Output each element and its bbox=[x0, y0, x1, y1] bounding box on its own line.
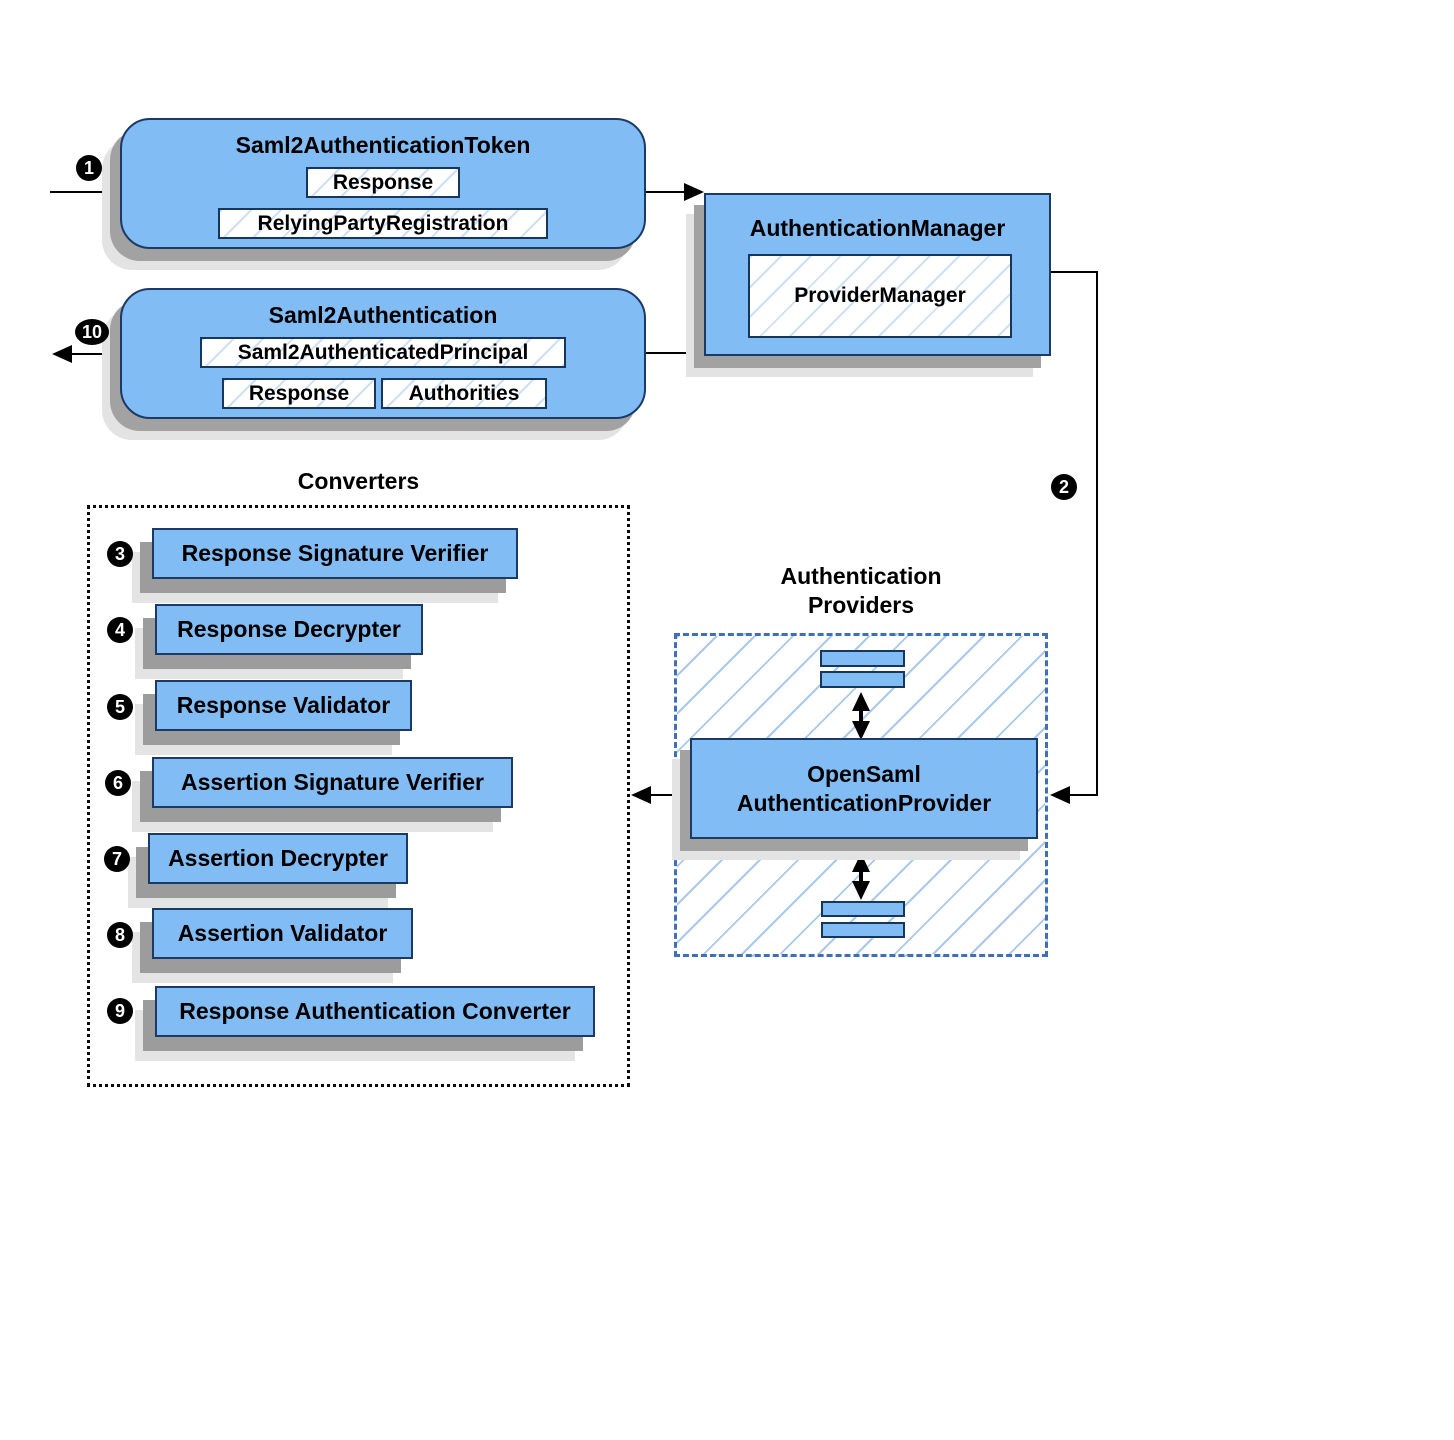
step-3-badge: 3 bbox=[107, 541, 133, 567]
arrow-manager-to-provider bbox=[1050, 271, 1098, 804]
step-8-badge: 8 bbox=[107, 922, 133, 948]
token-response-field: Response bbox=[306, 167, 460, 198]
provider-stack-bar-1 bbox=[820, 650, 905, 667]
opensaml-title-line1: OpenSaml bbox=[807, 760, 921, 787]
step-9-badge: 9 bbox=[107, 998, 133, 1024]
step-2-badge: 2 bbox=[1051, 474, 1077, 500]
authorities-field: Authorities bbox=[381, 378, 547, 409]
saml2-authentication-title: Saml2Authentication bbox=[268, 302, 498, 328]
authentication-response-field: Response bbox=[222, 378, 376, 409]
assertion-validator-node: Assertion Validator bbox=[152, 908, 413, 959]
assertion-signature-verifier-node: Assertion Signature Verifier bbox=[152, 757, 513, 808]
arrow-token-to-manager bbox=[646, 183, 704, 201]
assertion-decrypter-node: Assertion Decrypter bbox=[148, 833, 408, 884]
provider-stack-bar-3 bbox=[821, 901, 905, 917]
providers-title-line1: Authentication bbox=[780, 563, 942, 589]
response-decrypter-node: Response Decrypter bbox=[155, 604, 423, 655]
converters-group-box bbox=[87, 505, 630, 1087]
token-relying-party-registration-field: RelyingPartyRegistration bbox=[218, 208, 548, 239]
step-5-badge: 5 bbox=[107, 694, 133, 720]
saml2-authentication-token-title: Saml2AuthenticationToken bbox=[235, 132, 531, 158]
arrow-authentication-out bbox=[52, 345, 120, 363]
step-1-badge: 1 bbox=[76, 155, 102, 181]
response-authentication-converter-node: Response Authentication Converter bbox=[155, 986, 595, 1037]
saml2-authenticated-principal-field: Saml2AuthenticatedPrincipal bbox=[200, 337, 566, 368]
saml2-authentication-token-node: Saml2AuthenticationToken Response Relyin… bbox=[120, 118, 646, 249]
provider-stack-bar-2 bbox=[820, 671, 905, 688]
opensaml-authentication-provider-node: OpenSaml AuthenticationProvider bbox=[690, 738, 1038, 839]
step-4-badge: 4 bbox=[107, 617, 133, 643]
saml2-authentication-node: Saml2Authentication Saml2AuthenticatedPr… bbox=[120, 288, 646, 419]
authentication-manager-node: AuthenticationManager ProviderManager bbox=[704, 193, 1051, 356]
provider-manager-field: ProviderManager bbox=[748, 254, 1012, 338]
response-validator-node: Response Validator bbox=[155, 680, 412, 731]
step-6-badge: 6 bbox=[105, 770, 131, 796]
authentication-providers-group-title: Authentication Providers bbox=[674, 562, 1048, 620]
converters-group-title: Converters bbox=[297, 468, 420, 494]
step-10-badge: 10 bbox=[75, 319, 109, 345]
opensaml-title-line2: AuthenticationProvider bbox=[736, 789, 992, 816]
step-7-badge: 7 bbox=[104, 846, 130, 872]
authentication-manager-title: AuthenticationManager bbox=[749, 215, 1006, 241]
providers-title-line2: Providers bbox=[807, 592, 915, 618]
provider-stack-bar-4 bbox=[821, 922, 905, 938]
response-signature-verifier-node: Response Signature Verifier bbox=[152, 528, 518, 579]
